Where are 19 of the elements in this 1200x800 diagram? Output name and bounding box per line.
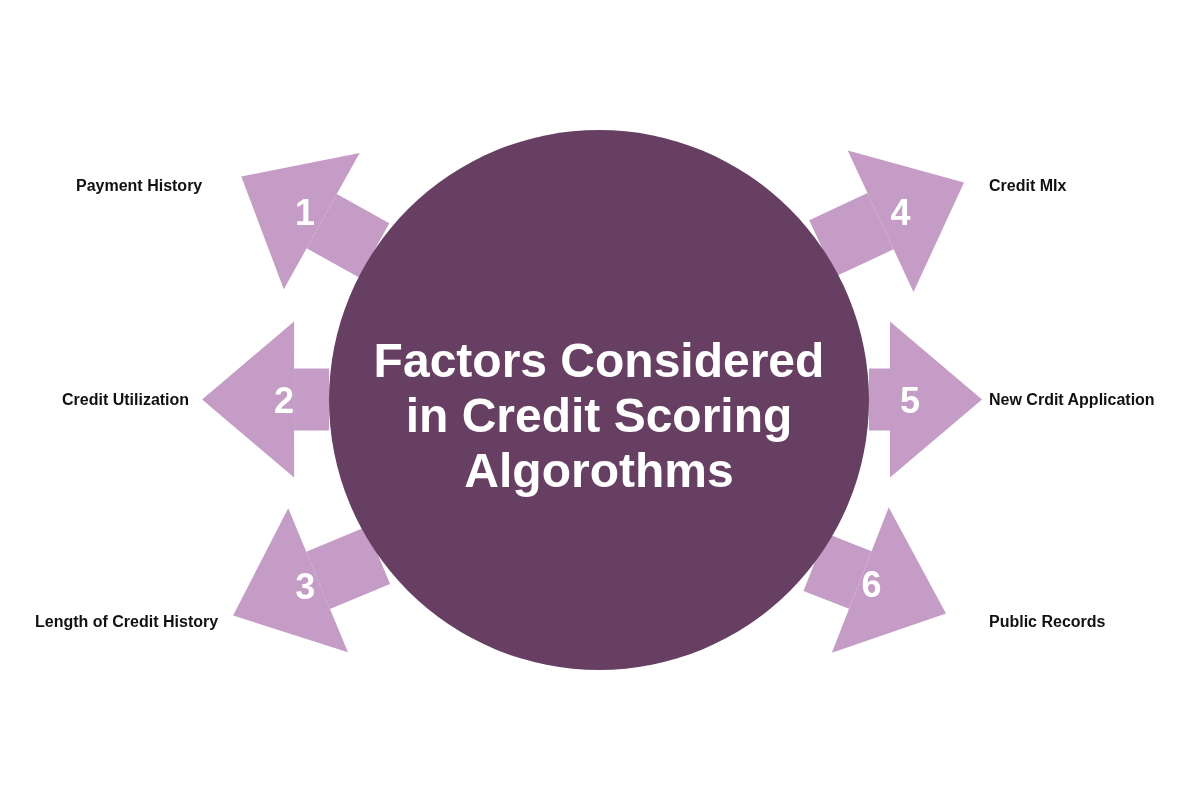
edge-label: 2 bbox=[274, 381, 295, 420]
edge-label: 6 bbox=[861, 566, 882, 605]
arrow bbox=[809, 150, 965, 292]
factor-label: Credit MIx bbox=[989, 176, 1067, 195]
factor-label: Credit Utilization bbox=[62, 390, 190, 409]
edge-label: 1 bbox=[295, 194, 316, 232]
factor-label: Length of Credit History bbox=[35, 612, 219, 631]
factor-label: Public Records bbox=[989, 612, 1106, 631]
arrow bbox=[241, 153, 390, 290]
arrow bbox=[233, 508, 391, 653]
arrow bbox=[869, 321, 982, 478]
circle-heading: Factors Considered in Credit Scoring Algorothms bbox=[372, 332, 826, 498]
arrow bbox=[202, 321, 329, 478]
factor-label: New Crdit Application bbox=[989, 390, 1155, 409]
edge-label: 3 bbox=[295, 567, 316, 606]
arrow bbox=[803, 507, 946, 653]
factor-label: Payment History bbox=[76, 176, 203, 195]
edge-label: 5 bbox=[900, 381, 920, 420]
edge-label: 4 bbox=[890, 194, 911, 232]
